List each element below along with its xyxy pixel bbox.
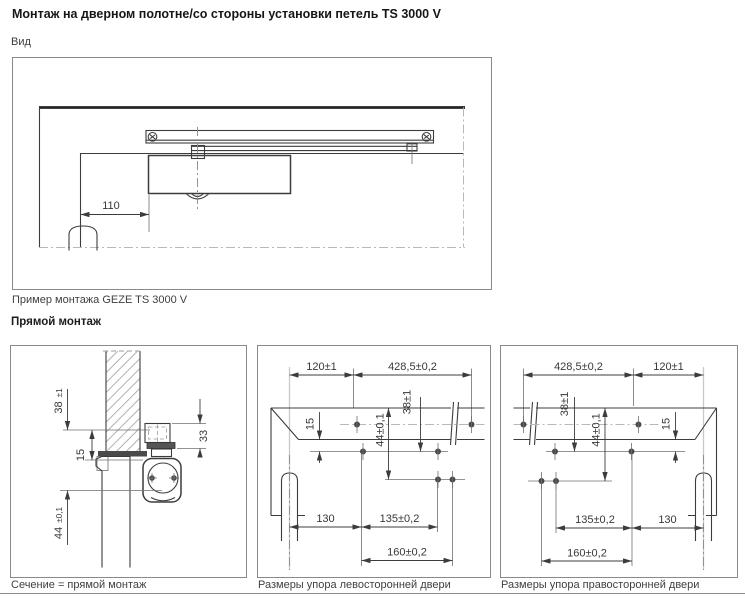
seal-bar (98, 451, 147, 457)
dim-120-label: 120±1 (306, 361, 337, 373)
mounting-plate (146, 442, 176, 449)
dim-15: 15 (661, 412, 679, 463)
dim-44-tolerance: ±0,1 (55, 506, 64, 522)
dim-38: 38±1 (402, 390, 424, 452)
break-lines (528, 401, 539, 446)
bottom-dimensions: 130 135±0,2 160±0,2 (289, 453, 453, 566)
closer-body-section (142, 457, 182, 503)
dim-120-label: 120±1 (653, 361, 684, 373)
closer-body (147, 127, 292, 209)
right-door-caption: Размеры упора правосторонней двери (501, 579, 700, 591)
door-frame-lines (38, 106, 465, 248)
dim-130-label: 130 (316, 513, 334, 525)
door-edge-dashdot (39, 107, 465, 248)
dim-15-label: 15 (75, 449, 87, 461)
figure-border (257, 345, 491, 578)
dim-44-label: 44±0,1 (591, 413, 603, 447)
dim-38-label: 38 (53, 401, 65, 413)
bottom-dimensions: 135±0,2 130 160±0,2 (541, 453, 704, 566)
figure-border (500, 345, 738, 578)
dim-110: 110 (80, 195, 150, 232)
spindle (150, 448, 173, 458)
dim-15: 15 (305, 412, 323, 463)
dim-160-label: 160±0,2 (387, 547, 427, 559)
svg-text:44±0,1: 44 ±0,1 (53, 506, 65, 539)
dim-15: 15 (75, 430, 95, 461)
dim-38-label: 38±1 (402, 390, 414, 414)
dim-428-label: 428,5±0,2 (388, 361, 437, 373)
section-label-view: Вид (11, 36, 31, 48)
dim-135-label: 135±0,2 (575, 514, 615, 526)
frame-profile (103, 350, 143, 451)
rail-screw-left (147, 131, 158, 142)
dim-160-label: 160±0,2 (567, 548, 607, 560)
dim-15-label: 15 (661, 418, 673, 430)
dim-110-label: 110 (102, 200, 120, 212)
dim-44: 44 ±0,1 (53, 490, 71, 545)
door-handle (68, 225, 98, 251)
top-dimensions: 428,5±0,2 120±1 (523, 361, 704, 422)
section-caption: Сечение = прямой монтаж (11, 579, 147, 591)
dim-44: 44±0,1 (375, 408, 392, 480)
closer-arm (190, 142, 418, 164)
door-leaf-profile (95, 451, 147, 568)
left-door-caption: Размеры упора левосторонней двери (258, 579, 451, 591)
slide-rail (145, 129, 435, 144)
page-title: Монтаж на дверном полотне/со стороны уст… (12, 7, 441, 21)
figure-section: 38±1 15 44±0,1 33 (10, 345, 247, 578)
dim-38: 38±1 (559, 392, 578, 452)
rail-screw-right (421, 131, 432, 142)
figure-right-door: 428,5±0,2 120±1 38±1 44±0,1 (500, 345, 738, 578)
top-dimensions: 120±1 428,5±0,2 (289, 361, 472, 425)
rail-bracket-section (144, 422, 176, 458)
drill-holes (513, 416, 685, 489)
dim-44-label: 44±0,1 (375, 413, 387, 447)
dim-15-label: 15 (305, 418, 317, 430)
door-outline (513, 401, 718, 517)
figure-left-door: 120±1 428,5±0,2 15 44±0,1 (257, 345, 491, 578)
dim-44: 44±0,1 (591, 408, 608, 481)
top-view-caption: Пример монтажа GEZE TS 3000 V (12, 294, 188, 306)
svg-text:38±1: 38±1 (53, 388, 65, 414)
dim-428-label: 428,5±0,2 (554, 361, 603, 373)
dim-38-label: 38±1 (559, 392, 571, 416)
break-lines (449, 401, 460, 446)
dim-135-label: 135±0,2 (380, 513, 420, 525)
dim-130-label: 130 (658, 514, 676, 526)
dim-33-label: 33 (198, 430, 210, 442)
figure-top-view: 110 (12, 57, 492, 290)
section-label-direct-mount: Прямой монтаж (11, 316, 102, 328)
door-outline (270, 401, 485, 517)
footer-rule (0, 593, 745, 594)
figure-border (12, 57, 492, 290)
dim-44-label: 44 (53, 527, 65, 539)
dim-38-tolerance: ±1 (55, 388, 64, 397)
dim-38: 38±1 (53, 388, 71, 430)
dim-33: 33 (197, 399, 210, 458)
